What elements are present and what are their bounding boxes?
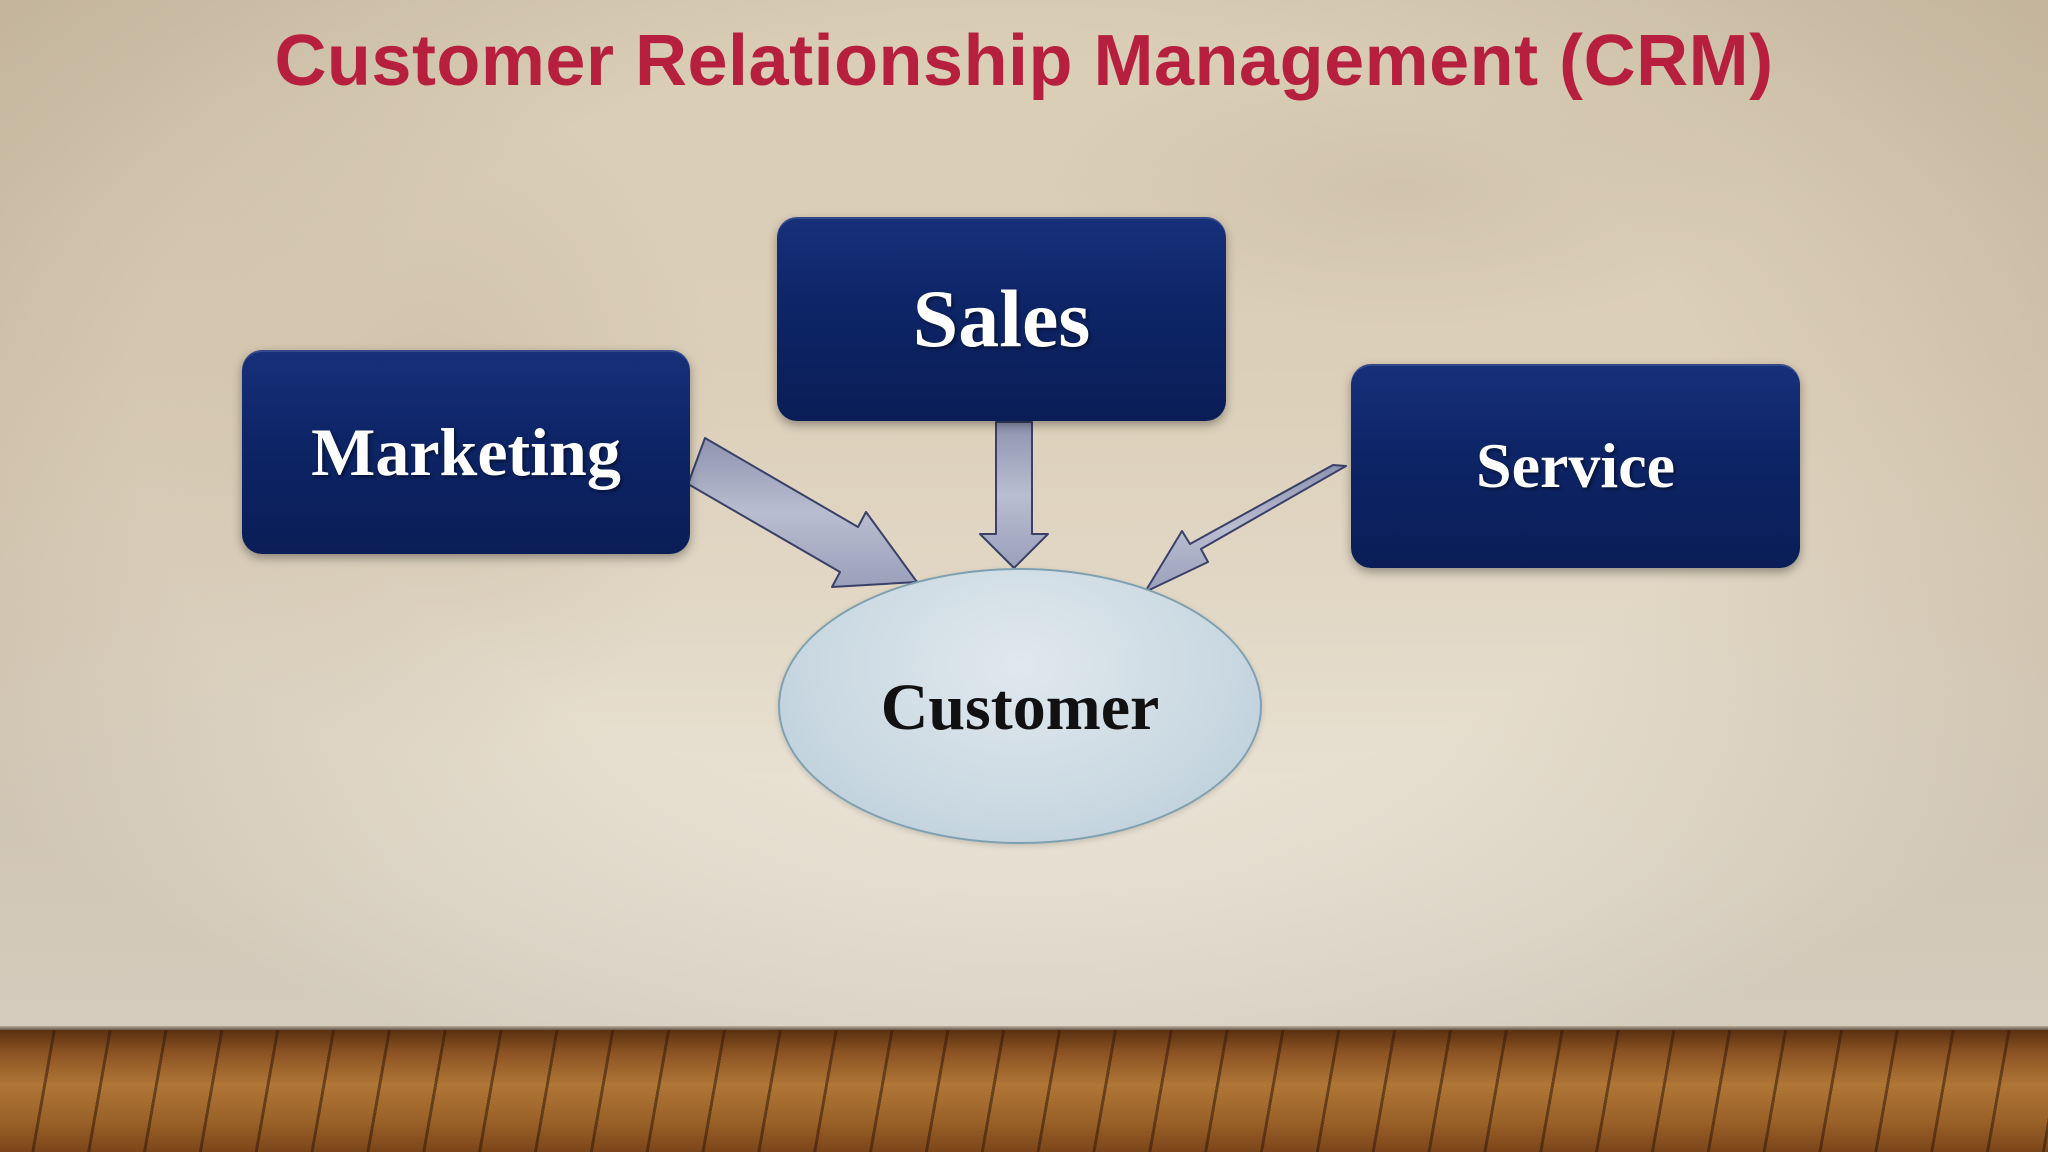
customer-label: Customer <box>880 671 1160 744</box>
wood-floor <box>0 1030 2048 1152</box>
slide-title: Customer Relationship Management (CRM) <box>274 21 1774 101</box>
service-label: Service <box>1476 430 1675 501</box>
service-box: Service <box>1351 364 1800 568</box>
sales-box: Sales <box>777 217 1226 421</box>
floor-edge <box>0 1026 2048 1032</box>
arrow-sales-to-customer <box>979 421 1049 569</box>
marketing-box: Marketing <box>242 350 690 554</box>
sales-label: Sales <box>912 273 1091 364</box>
marketing-label: Marketing <box>311 413 621 490</box>
arrow-service-to-customer <box>1144 464 1347 593</box>
arrow-marketing-to-customer <box>687 437 918 588</box>
customer-ellipse: Customer <box>778 568 1262 844</box>
